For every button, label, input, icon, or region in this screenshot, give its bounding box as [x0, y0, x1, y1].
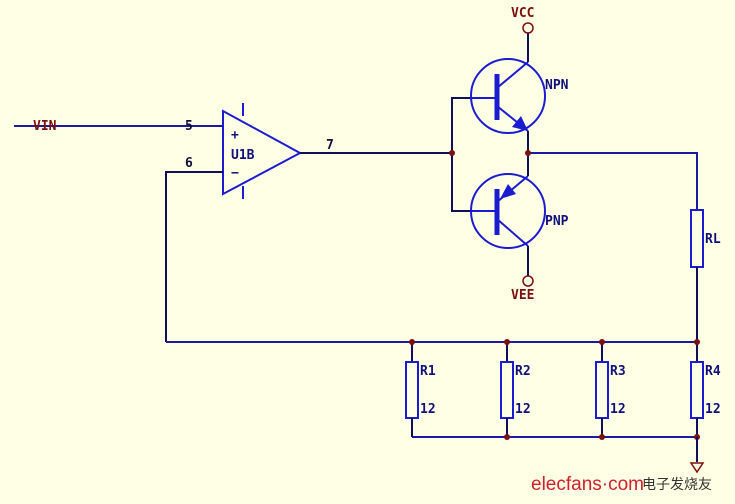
npn-label: NPN — [545, 78, 569, 93]
resistor-designator: R2 — [515, 364, 531, 379]
pin-6-label: 6 — [185, 156, 193, 171]
vcc-label: VCC — [511, 6, 534, 21]
junction — [525, 150, 531, 156]
resistor-rl — [690, 209, 704, 268]
resistor-value: 12 — [420, 402, 436, 417]
junction — [599, 339, 605, 345]
load-wire — [528, 152, 698, 210]
opamp-u1b: + − U1B — [222, 103, 303, 199]
resistor-r3: R3 12 — [595, 339, 626, 440]
junction — [449, 150, 455, 156]
resistor-designator: R4 — [705, 364, 721, 379]
watermark-chinese: 电子发烧友 — [642, 477, 712, 493]
resistor-r2: R2 12 — [500, 339, 531, 440]
vee-port — [522, 275, 534, 287]
pnp-label: PNP — [545, 214, 569, 229]
pin-5-label: 5 — [185, 119, 193, 134]
opamp-minus: − — [231, 166, 239, 181]
vin-label: VIN — [33, 119, 57, 134]
feedback-wire — [165, 171, 223, 342]
ground-icon — [689, 462, 705, 474]
opamp-designator: U1B — [231, 148, 255, 163]
opamp-plus: + — [231, 128, 239, 143]
rl-label: RL — [705, 232, 721, 247]
junction — [599, 434, 605, 440]
watermark-logo: elecfans·com — [531, 474, 644, 495]
junction — [409, 339, 415, 345]
junction — [694, 339, 700, 345]
resistor-value: 12 — [515, 402, 531, 417]
resistor-designator: R1 — [420, 364, 436, 379]
base-wire — [451, 97, 472, 212]
resistor-value: 12 — [610, 402, 626, 417]
resistor-r4: R4 12 — [690, 339, 721, 440]
junction — [504, 339, 510, 345]
resistor-r1: R1 12 — [405, 339, 436, 437]
vcc-port — [522, 22, 534, 34]
resistor-value: 12 — [705, 402, 721, 417]
junction — [504, 434, 510, 440]
resistor-designator: R3 — [610, 364, 626, 379]
vee-label: VEE — [511, 288, 534, 303]
pnp-transistor — [470, 173, 546, 249]
npn-transistor — [470, 58, 546, 134]
pin-7-label: 7 — [326, 138, 334, 153]
